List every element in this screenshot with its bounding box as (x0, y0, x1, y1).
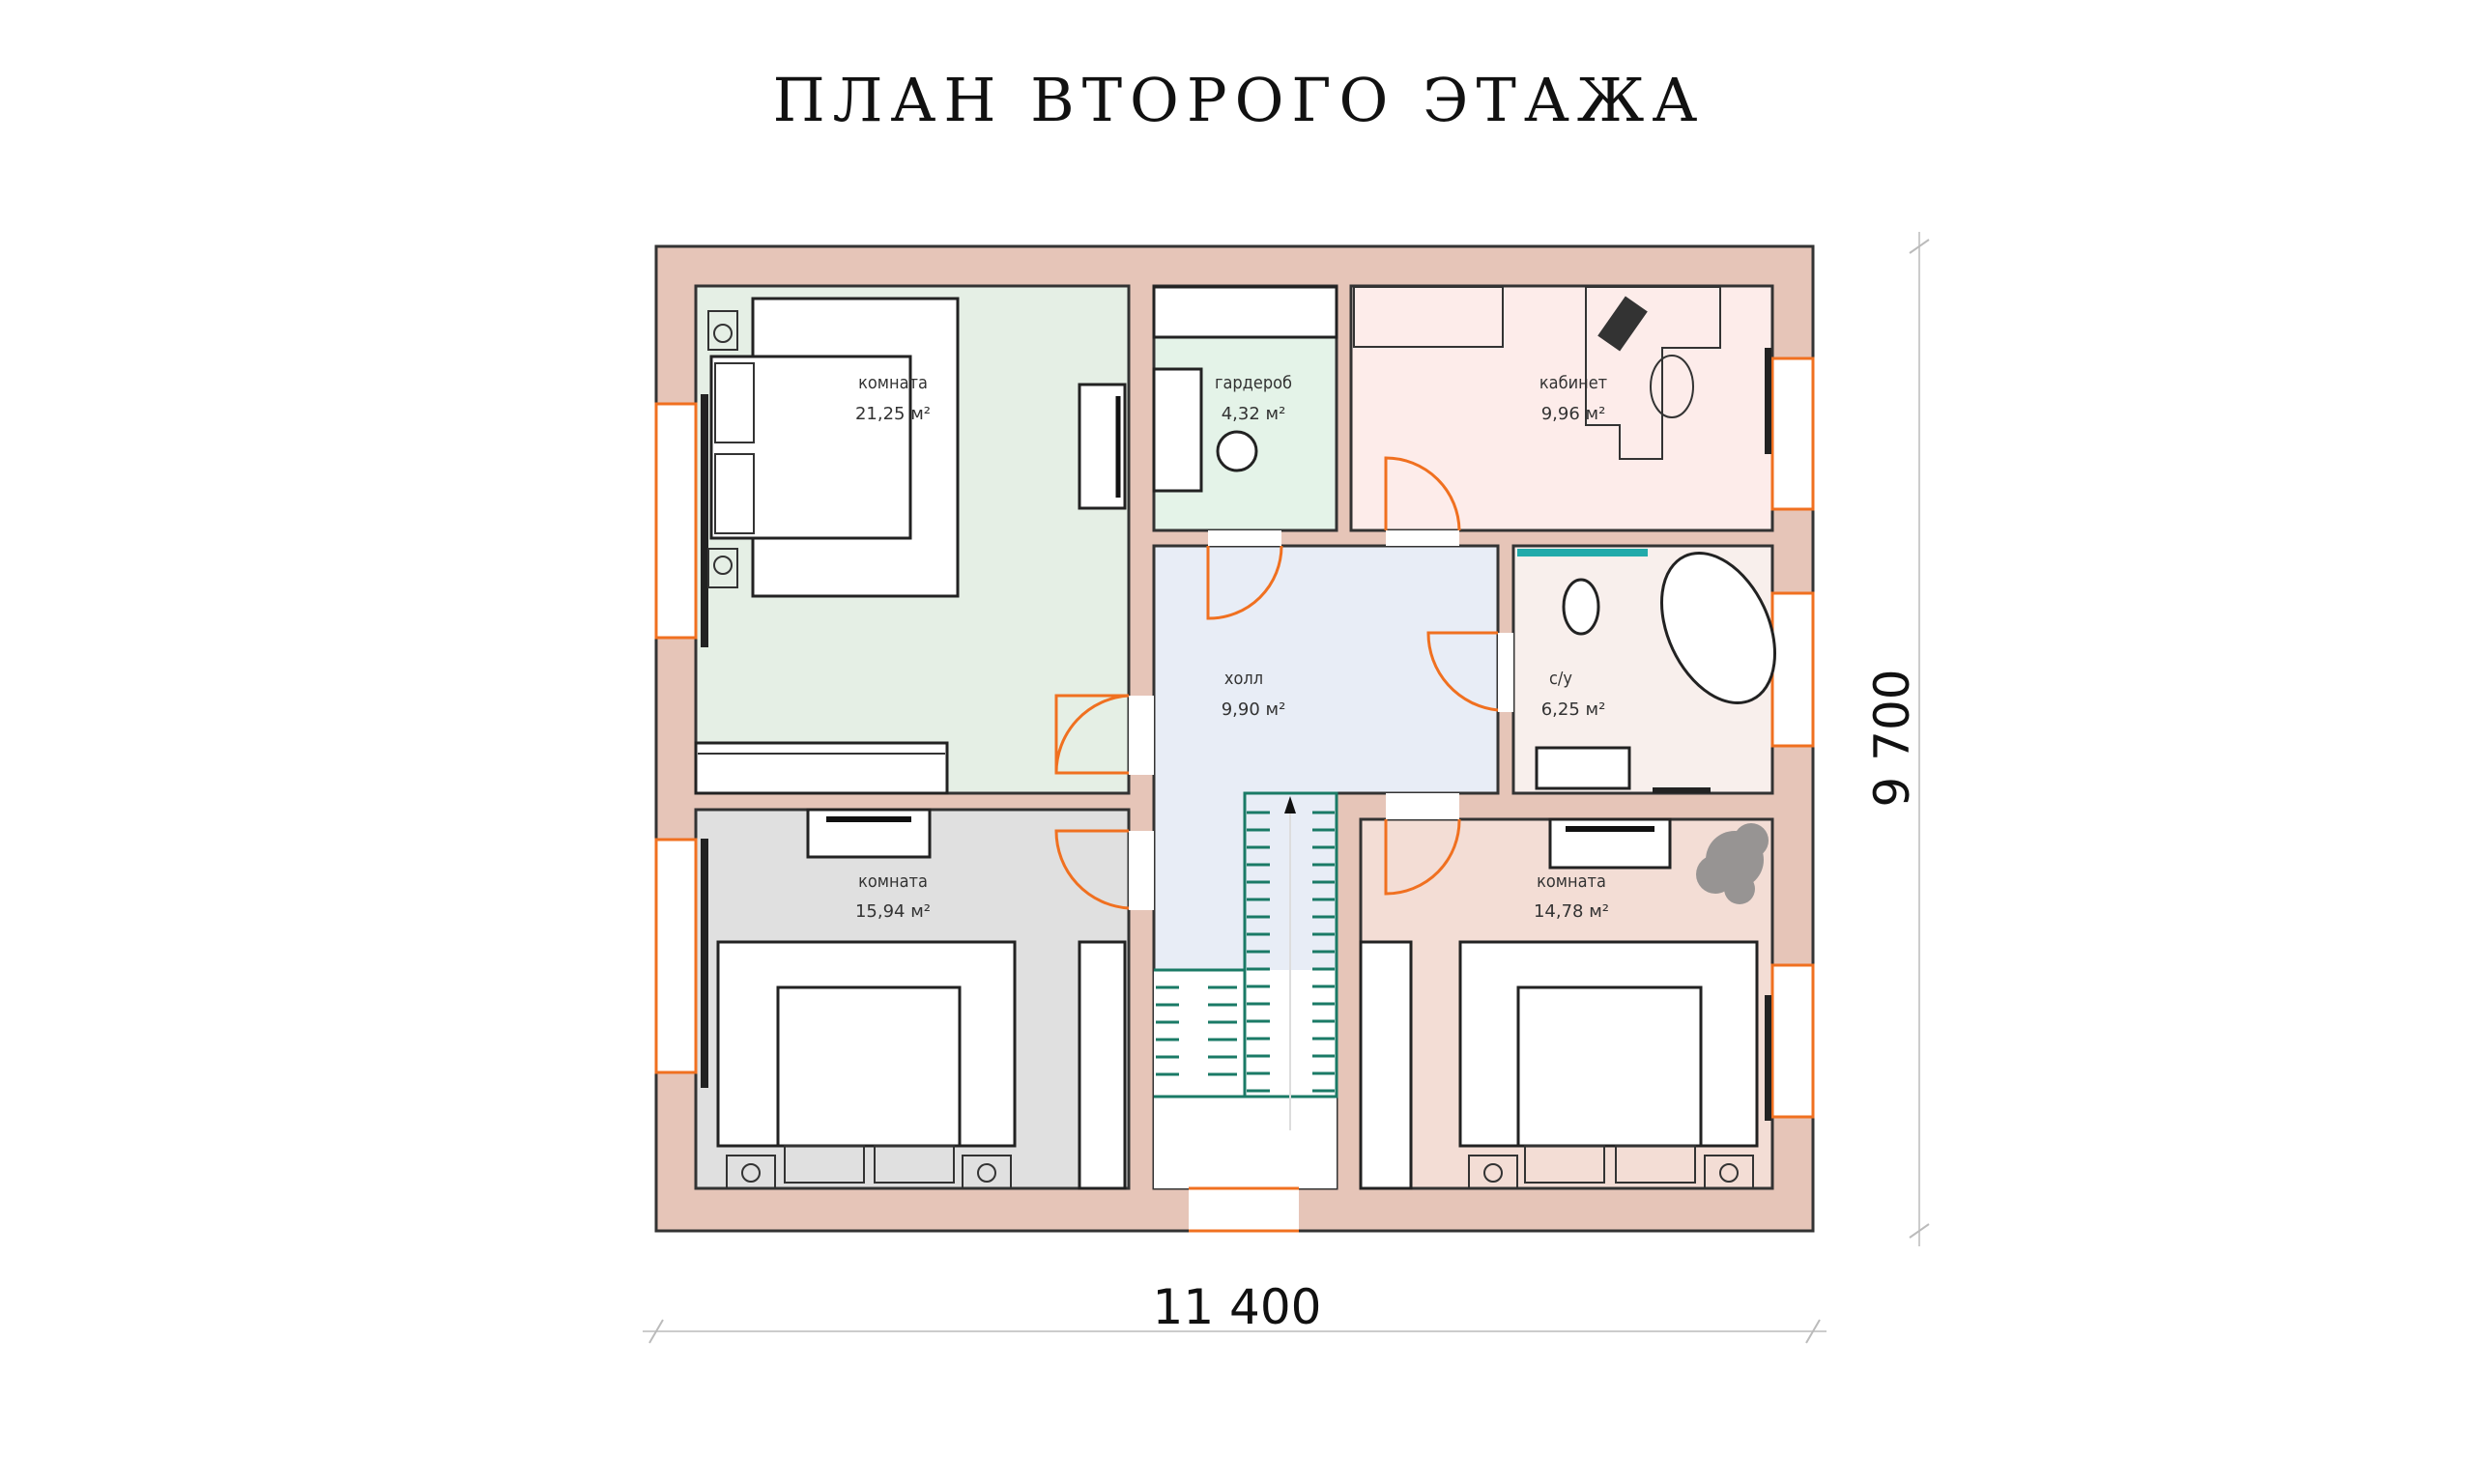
nightstand (1468, 1155, 1754, 1189)
toilet (1562, 578, 1600, 636)
door-wardrobe[interactable] (1206, 545, 1283, 620)
shelf (1152, 367, 1203, 493)
dimension-width: 11 400 (643, 1279, 1827, 1344)
room-label: комната (1537, 871, 1606, 892)
chair (1650, 355, 1694, 418)
window (1770, 591, 1815, 748)
wardrobe (694, 741, 949, 795)
computer-icon (1597, 296, 1648, 352)
sink (1535, 746, 1631, 790)
room-area: 9,96 м² (1541, 404, 1606, 424)
bed (709, 297, 960, 598)
plant-icon (1696, 823, 1769, 904)
shower-rail (1517, 549, 1648, 556)
nightstand (726, 1155, 1012, 1189)
staircase (1154, 791, 1338, 1130)
door-bathroom[interactable] (1426, 631, 1499, 712)
room-area: 21,25 м² (855, 404, 931, 424)
desk (1585, 286, 1721, 460)
bed (1458, 940, 1759, 1184)
radiator (701, 394, 708, 647)
room-label: комната (858, 871, 928, 892)
room-label: кабинет (1539, 373, 1607, 393)
tv-icon (826, 816, 911, 822)
window (654, 838, 698, 1074)
radiator (1765, 995, 1771, 1121)
window (1770, 357, 1815, 511)
room-area: 15,94 м² (855, 901, 931, 922)
clothes-rack (1152, 285, 1338, 339)
svg-text:11 400: 11 400 (1153, 1279, 1322, 1335)
room-area: 6,25 м² (1541, 699, 1606, 720)
wardrobe (1078, 940, 1127, 1190)
room-office (1349, 284, 1774, 532)
pouf (1216, 430, 1258, 472)
stair-arrow-icon (1284, 796, 1296, 813)
room-label: холл (1224, 669, 1263, 689)
svg-text:9 700: 9 700 (1864, 669, 1920, 807)
bathtub (1660, 552, 1776, 704)
room-area: 4,32 м² (1222, 404, 1286, 424)
door-bedroom-2[interactable] (1054, 829, 1130, 910)
tv-icon (1566, 826, 1654, 832)
radiator (701, 839, 708, 1088)
stair-opening (1189, 1188, 1299, 1231)
wardrobe (1359, 940, 1413, 1190)
bed (716, 940, 1017, 1184)
plan-title: ПЛАН ВТОРОГО ЭТАЖА (773, 65, 1706, 135)
nightstand (707, 310, 738, 588)
room-label: с/у (1549, 669, 1572, 689)
room-area: 14,78 м² (1534, 901, 1609, 922)
towel-rail (1653, 787, 1711, 793)
door-office[interactable] (1384, 456, 1461, 531)
window (1770, 963, 1815, 1119)
room-area: 9,90 м² (1222, 699, 1286, 720)
window (654, 402, 698, 640)
door-bedroom-1[interactable] (1054, 694, 1130, 775)
door-bedroom-3[interactable] (1384, 818, 1461, 896)
dimension-height: 9 700 (1864, 232, 1930, 1246)
radiator (1765, 348, 1771, 454)
cabinet-shelf (1353, 286, 1504, 348)
room-label: гардероб (1215, 373, 1292, 393)
room-label: комната (858, 373, 928, 393)
